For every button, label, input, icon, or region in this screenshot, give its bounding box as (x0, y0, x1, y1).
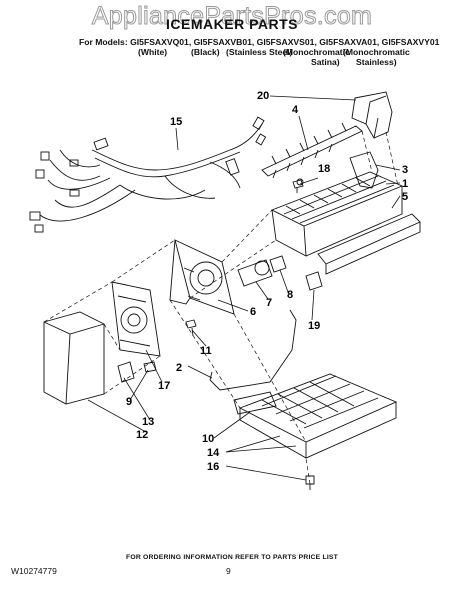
ice-mold (270, 171, 404, 257)
callout-10: 10 (202, 433, 214, 445)
watermark: AppliancePartsPros.com (91, 2, 373, 31)
callout-18: 18 (318, 163, 330, 175)
callout-13: 13 (142, 416, 154, 428)
callout-20: 20 (257, 90, 269, 102)
color-white: (White) (138, 47, 168, 57)
callout-7: 7 (266, 297, 272, 309)
callout-17: 17 (158, 380, 170, 392)
fill-cup (351, 91, 393, 139)
color-mono-stainless-line1: (Monochromatic (343, 47, 410, 57)
mold-heater (317, 213, 421, 275)
part-8 (269, 255, 287, 273)
color-mono-stainless-line2: Stainless) (356, 57, 397, 67)
callout-4: 4 (292, 104, 299, 116)
color-mono-satina-line2: Satina) (311, 57, 340, 67)
screw-16 (305, 475, 315, 490)
ordering-note: FOR ORDERING INFORMATION REFER TO PARTS … (125, 554, 339, 561)
models-label: For Models: (79, 37, 128, 47)
callout-12: 12 (136, 429, 148, 441)
models-list: GI5FSAXVQ01, GI5FSAXVB01, GI5FSAXVS01, G… (130, 37, 440, 47)
callout-19: 19 (308, 320, 320, 332)
shutoff-arm (209, 309, 297, 391)
motor-gear (237, 259, 273, 287)
control-housing (169, 239, 235, 315)
callout-11: 11 (200, 345, 212, 357)
color-stainless: (Stainless Steel) (226, 47, 293, 57)
document-number: W10274779 (11, 566, 57, 576)
ejector-blade (261, 122, 363, 179)
callout-15: 15 (170, 116, 182, 128)
wiring-harness (29, 116, 267, 233)
screw-11 (185, 319, 197, 337)
callout-8: 8 (287, 289, 293, 301)
callout-2: 2 (176, 362, 182, 374)
color-black: (Black) (191, 47, 220, 57)
callout-5: 5 (402, 191, 408, 203)
callout-1: 1 (402, 178, 408, 190)
control-module (111, 281, 161, 357)
callout-6: 6 (250, 306, 256, 318)
callout-14: 14 (207, 447, 220, 459)
assembly-lines (43, 130, 399, 485)
callout-3: 3 (402, 164, 408, 176)
leader-lines (87, 95, 401, 481)
page-number: 9 (226, 566, 231, 576)
ice-tray (238, 373, 398, 459)
clip-19 (305, 271, 323, 291)
bail-arm-cover (233, 391, 277, 415)
part-13 (117, 361, 135, 383)
callout-16: 16 (207, 461, 219, 473)
callout-9: 9 (126, 396, 132, 408)
color-mono-satina-line1: (Monochromatic (283, 47, 350, 57)
screw-18 (292, 179, 304, 193)
front-cover (43, 311, 105, 405)
page-title: ICEMAKER PARTS (166, 16, 298, 32)
models-line: For Models: GI5FSAXVQ01, GI5FSAXVB01, GI… (79, 37, 439, 47)
cover-part (349, 151, 379, 189)
callout-labels: 20 4 15 18 3 1 5 7 8 6 19 11 2 17 9 13 1… (126, 90, 408, 473)
